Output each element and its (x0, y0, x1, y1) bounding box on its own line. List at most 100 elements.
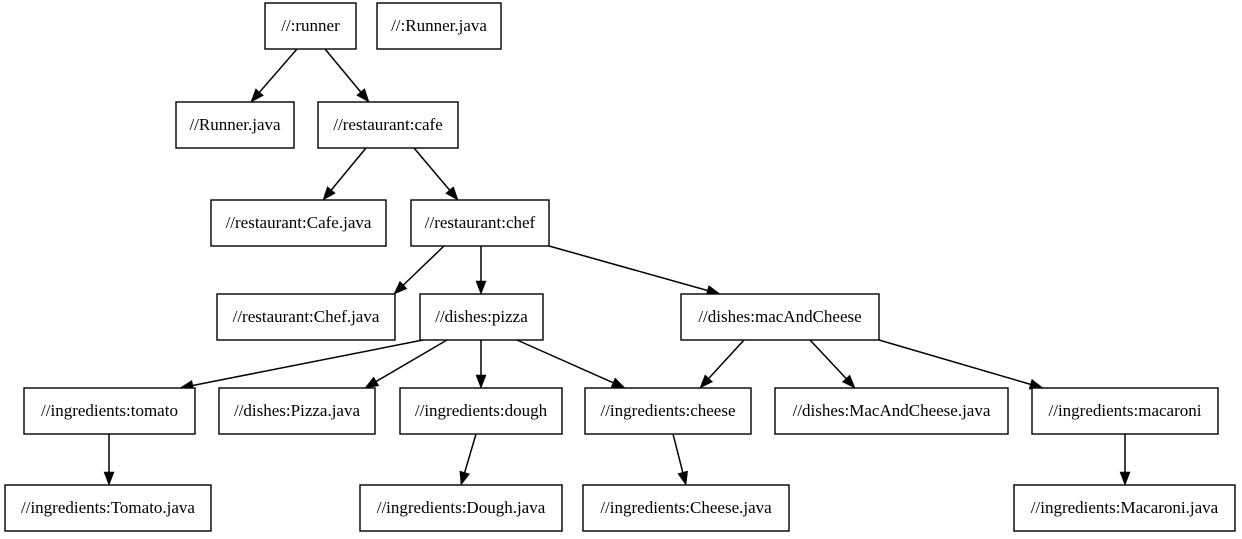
node-ing-dough-java[interactable]: //ingredients:Dough.java (359, 484, 563, 532)
node-box[interactable] (376, 2, 502, 50)
node-box[interactable] (218, 387, 376, 435)
edge-restaurant-chef-to-restaurant-chef-java (393, 245, 445, 295)
node-restaurant-cafe[interactable]: //restaurant:cafe (317, 101, 459, 149)
node-box[interactable] (23, 387, 196, 435)
edge-runner-to-runner-java (250, 48, 298, 103)
arrowhead-icon (841, 374, 856, 389)
edge-restaurant-cafe-to-restaurant-cafe-java (322, 147, 367, 201)
node-dishes-mac-java[interactable]: //dishes:MacAndCheese.java (774, 387, 1009, 435)
node-label: //restaurant:Cafe.java (226, 213, 372, 232)
node-box[interactable] (582, 484, 790, 532)
node-label: //ingredients:tomato (41, 401, 178, 420)
node-label: //ingredients:macaroni (1049, 401, 1202, 420)
node-restaurant-cafe-java[interactable]: //restaurant:Cafe.java (210, 199, 387, 247)
node-label: //dishes:pizza (435, 307, 528, 326)
node-box[interactable] (4, 484, 212, 532)
arrowhead-icon (322, 186, 336, 201)
node-dishes-mac[interactable]: //dishes:macAndCheese (680, 293, 880, 341)
edge-dishes-mac-to-ing-cheese (699, 339, 745, 389)
arrowhead-icon (103, 471, 115, 486)
arrowhead-icon (1119, 471, 1131, 486)
node-box[interactable] (584, 387, 752, 435)
node-label: //ingredients:cheese (600, 401, 735, 420)
node-box[interactable] (175, 101, 295, 149)
edge-dishes-mac-to-dishes-mac-java (809, 339, 856, 389)
edge-line (258, 48, 298, 93)
edge-line (878, 339, 1031, 386)
arrowhead-icon (475, 374, 487, 389)
edge-restaurant-chef-to-dishes-mac (548, 245, 721, 296)
node-ing-cheese[interactable]: //ingredients:cheese (584, 387, 752, 435)
node-box[interactable] (680, 293, 880, 341)
node-dishes-pizza-java[interactable]: //dishes:Pizza.java (218, 387, 376, 435)
edge-dishes-pizza-to-ing-dough (475, 340, 487, 389)
node-label: //ingredients:Cheese.java (600, 498, 772, 517)
node-label: //restaurant:chef (425, 213, 536, 232)
edge-dishes-pizza-to-dishes-pizza-java (364, 339, 448, 389)
node-label: //ingredients:Dough.java (377, 498, 546, 517)
edge-line (548, 245, 708, 292)
node-label: //restaurant:cafe (333, 115, 443, 134)
edge-line (324, 48, 362, 93)
edge-line (463, 433, 477, 473)
node-ing-tomato[interactable]: //ingredients:tomato (23, 387, 196, 435)
arrowhead-icon (699, 374, 713, 389)
edge-ing-macaroni-to-ing-macaroni-java (1119, 434, 1131, 486)
node-box[interactable] (1013, 484, 1236, 532)
node-ing-macaroni[interactable]: //ingredients:macaroni (1031, 387, 1219, 435)
node-box[interactable] (216, 293, 396, 341)
node-box[interactable] (359, 484, 563, 532)
arrowhead-icon (459, 470, 470, 486)
node-ing-cheese-java[interactable]: //ingredients:Cheese.java (582, 484, 790, 532)
node-ing-macaroni-java[interactable]: //ingredients:Macaroni.java (1013, 484, 1236, 532)
node-ing-dough[interactable]: //ingredients:dough (399, 387, 563, 435)
edge-dishes-pizza-to-ing-tomato (179, 339, 424, 391)
arrowhead-icon (393, 280, 408, 295)
node-restaurant-chef[interactable]: //restaurant:chef (410, 199, 550, 247)
node-label: //dishes:macAndCheese (698, 307, 861, 326)
edge-ing-tomato-to-ing-tomato-java (103, 434, 115, 486)
edge-line (809, 339, 847, 380)
node-box[interactable] (210, 199, 387, 247)
node-label: //ingredients:Macaroni.java (1031, 498, 1219, 517)
edge-dishes-mac-to-ing-macaroni (878, 339, 1044, 390)
edge-restaurant-chef-to-dishes-pizza (475, 246, 487, 295)
arrowhead-icon (356, 88, 370, 103)
node-dishes-pizza[interactable]: //dishes:pizza (419, 293, 544, 341)
node-runner-java[interactable]: //Runner.java (175, 101, 295, 149)
node-label: //dishes:Pizza.java (234, 401, 361, 420)
node-box[interactable] (399, 387, 563, 435)
edge-line (413, 147, 451, 191)
node-restaurant-chef-java[interactable]: //restaurant:Chef.java (216, 293, 396, 341)
node-label: //dishes:MacAndCheese.java (793, 401, 991, 420)
node-label: //restaurant:Chef.java (233, 307, 380, 326)
edge-line (672, 433, 684, 473)
node-box[interactable] (264, 2, 357, 50)
edge-runner-to-restaurant-cafe (324, 48, 370, 103)
node-label: //ingredients:dough (415, 401, 548, 420)
edge-dishes-pizza-to-ing-cheese (516, 339, 626, 389)
arrowhead-icon (445, 186, 459, 201)
arrowhead-icon (364, 376, 380, 389)
arrowhead-icon (475, 280, 487, 295)
node-box[interactable] (419, 293, 544, 341)
node-box[interactable] (410, 199, 550, 247)
node-runner-java-root[interactable]: //:Runner.java (376, 2, 502, 50)
node-box[interactable] (774, 387, 1009, 435)
edge-line (375, 339, 448, 383)
edge-ing-dough-to-ing-dough-java (459, 433, 477, 486)
node-box[interactable] (1031, 387, 1219, 435)
arrowhead-icon (677, 470, 688, 486)
edge-line (402, 245, 445, 286)
node-ing-tomato-java[interactable]: //ingredients:Tomato.java (4, 484, 212, 532)
node-label: //ingredients:Tomato.java (21, 498, 195, 517)
edge-line (708, 339, 745, 379)
node-runner[interactable]: //:runner (264, 2, 357, 50)
node-label: //:runner (281, 16, 340, 35)
nodes-layer: //:runner //:Runner.java //Runner.java //re… (4, 2, 1236, 532)
edge-line (192, 339, 424, 387)
arrowhead-icon (610, 377, 626, 389)
node-box[interactable] (317, 101, 459, 149)
